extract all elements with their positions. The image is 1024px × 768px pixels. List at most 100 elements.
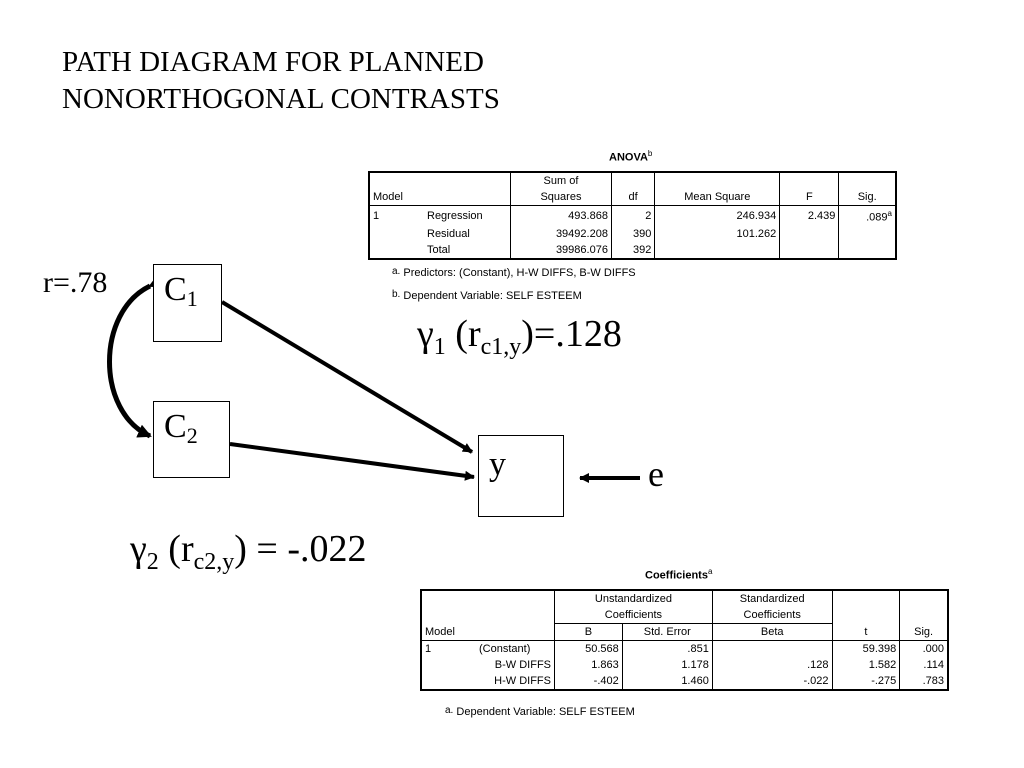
anova-model-num: 1 — [373, 209, 380, 222]
footnote-text: Dependent Variable: SELF ESTEEM — [456, 706, 635, 718]
coef-header-row-3: Model B Std. Error Beta t Sig. — [421, 623, 948, 641]
gamma2-annotation: γ2 (rc2,y) = -.022 — [130, 527, 367, 576]
anova-cell-sig — [838, 241, 896, 259]
anova-cell-f: 2.439 — [779, 205, 839, 226]
table-row: 1 (Constant) 50.568 .851 59.398 .000 — [421, 640, 948, 657]
table-row: Residual 39492.208 390 101.262 — [369, 225, 896, 242]
node-c2-subscript: 2 — [186, 423, 198, 448]
node-c1: C1 — [153, 264, 222, 342]
gamma1-r-subscript: c1,y — [480, 334, 522, 360]
anova-cell-sig: .089a — [838, 205, 896, 226]
footnote-mark: a. — [392, 266, 401, 277]
gamma2-open: (r — [158, 528, 194, 570]
coef-cell-t: 1.582 — [831, 657, 900, 673]
coef-cell-beta — [711, 640, 833, 657]
coef-header-row-1: Unstandardized Standardized — [421, 590, 948, 607]
coef-cell-se: 1.460 — [621, 673, 713, 690]
anova-cell-df: 390 — [610, 225, 655, 242]
title-line-2: NONORTHOGONAL CONTRASTS — [62, 83, 500, 115]
coef-cell-b: -.402 — [554, 673, 623, 690]
anova-header-ss-2: Squares — [510, 189, 612, 206]
coef-header-model: Model — [421, 623, 555, 641]
anova-header-ss-1: Sum of — [510, 172, 612, 189]
anova-cell-ss: 39986.076 — [510, 241, 612, 259]
coef-header-unstd-2: Coefficients — [554, 607, 713, 624]
coef-header-b: B — [554, 623, 623, 641]
coefficients-title-sup: a — [707, 567, 713, 576]
coef-cell-beta: -.022 — [711, 673, 833, 690]
gamma1-annotation: γ1 (rc1,y)=.128 — [417, 312, 622, 361]
anova-header-row-2: Model Squares df Mean Square F Sig. — [369, 189, 896, 206]
anova-header-ms: Mean Square — [654, 189, 780, 206]
node-c1-subscript: 1 — [186, 286, 198, 311]
node-c2: C2 — [153, 401, 230, 478]
error-label: e — [648, 454, 664, 494]
anova-title-sup: b — [647, 149, 653, 158]
anova-title: ANOVAb — [609, 149, 652, 164]
correlation-arc — [107, 274, 164, 439]
node-c2-label: C — [164, 408, 187, 445]
coef-cell-t: -.275 — [831, 673, 900, 690]
coef-model-num: 1 — [425, 643, 432, 655]
coef-row-label: B-W DIFFS — [476, 657, 555, 673]
page-title: PATH DIAGRAM FOR PLANNED NONORTHOGONAL C… — [62, 44, 500, 118]
anova-cell-sig — [838, 225, 896, 242]
coef-header-std-2: Coefficients — [711, 607, 833, 624]
correlation-label: r=.78 — [43, 266, 108, 299]
anova-cell-ms: 101.262 — [654, 225, 780, 242]
footnote-mark: b. — [392, 289, 401, 300]
anova-cell-ss: 39492.208 — [510, 225, 612, 242]
coef-cell-sig: .000 — [899, 640, 948, 657]
gamma2-value: ) = -.022 — [234, 528, 367, 570]
anova-row-label: Regression — [424, 205, 511, 226]
table-row: H-W DIFFS -.402 1.460 -.022 -.275 .783 — [421, 673, 948, 690]
gamma1-open: (r — [445, 313, 481, 355]
node-y: y — [478, 435, 564, 517]
coef-cell-se: .851 — [621, 640, 713, 657]
footnote-text: Dependent Variable: SELF ESTEEM — [403, 290, 582, 302]
title-line-1: PATH DIAGRAM FOR PLANNED — [62, 46, 484, 78]
gamma1-symbol: γ — [417, 313, 434, 355]
coefficients-table: Unstandardized Standardized Coefficients… — [420, 589, 949, 691]
anova-footnote-a: a. Predictors: (Constant), H-W DIFFS, B-… — [392, 266, 636, 279]
gamma1-subscript: 1 — [433, 334, 446, 360]
anova-header-f: F — [779, 189, 839, 206]
coef-cell-se: 1.178 — [621, 657, 713, 673]
coef-header-se: Std. Error — [621, 623, 713, 641]
coef-header-std-1: Standardized — [711, 590, 833, 607]
footnote-text: Predictors: (Constant), H-W DIFFS, B-W D… — [403, 267, 636, 279]
node-c1-label: C — [164, 271, 187, 308]
anova-header-row-1: Sum of — [369, 172, 896, 189]
gamma1-value: )=.128 — [521, 313, 622, 355]
coefficients-title-text: Coefficients — [645, 569, 708, 582]
gamma2-symbol: γ — [130, 528, 147, 570]
anova-row-label: Residual — [424, 225, 511, 242]
coef-cell-beta: .128 — [711, 657, 833, 673]
anova-cell-ms — [654, 241, 780, 259]
coef-cell-b: 50.568 — [554, 640, 623, 657]
c1-to-y-arrow — [220, 300, 474, 454]
table-row: B-W DIFFS 1.863 1.178 .128 1.582 .114 — [421, 657, 948, 673]
coef-header-beta: Beta — [711, 623, 833, 641]
anova-header-df: df — [610, 189, 655, 206]
anova-cell-f — [779, 241, 839, 259]
node-y-label: y — [489, 446, 506, 483]
anova-cell-sig-value: .089 — [866, 211, 888, 224]
c2-to-y-arrow — [229, 442, 475, 481]
anova-table: Sum of Model Squares df Mean Square F Si… — [368, 171, 897, 260]
anova-header-sig: Sig. — [838, 189, 896, 206]
coef-row-label: (Constant) — [476, 640, 555, 657]
anova-footnote-b: b. Dependent Variable: SELF ESTEEM — [392, 289, 582, 302]
anova-cell-sig-sup: a — [887, 209, 892, 218]
coef-header-row-2: Coefficients Coefficients — [421, 607, 948, 624]
anova-cell-df: 392 — [610, 241, 655, 259]
anova-cell-ms: 246.934 — [654, 205, 780, 226]
coef-cell-t: 59.398 — [831, 640, 900, 657]
table-row: Total 39986.076 392 — [369, 241, 896, 259]
coefficients-title: Coefficientsa — [645, 567, 712, 582]
coef-cell-b: 1.863 — [554, 657, 623, 673]
anova-cell-df: 2 — [610, 205, 655, 226]
coef-cell-sig: .783 — [899, 673, 948, 690]
gamma2-subscript: 2 — [146, 549, 159, 575]
